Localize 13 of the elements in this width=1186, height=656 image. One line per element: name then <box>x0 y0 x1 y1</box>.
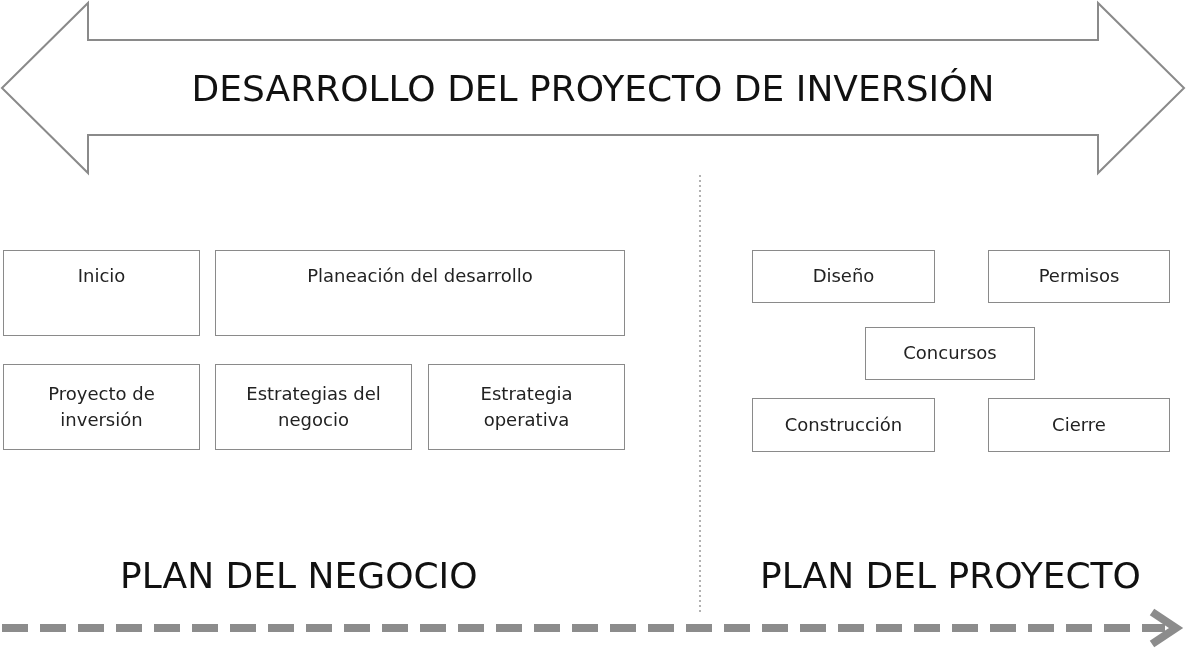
stage-box: Construcción <box>752 398 935 452</box>
stage-box: Inicio <box>3 250 200 336</box>
stage-box: Cierre <box>988 398 1170 452</box>
section-heading: PLAN DEL NEGOCIO <box>120 555 478 596</box>
stage-box: Estrategias del negocio <box>215 364 412 450</box>
stage-box: Permisos <box>988 250 1170 303</box>
arrow-title: DESARROLLO DEL PROYECTO DE INVERSIÓN <box>191 67 995 109</box>
section-heading: PLAN DEL PROYECTO <box>760 555 1141 596</box>
stage-box: Diseño <box>752 250 935 303</box>
stage-box: Planeación del desarrollo <box>215 250 625 336</box>
stage-box: Estrategia operativa <box>428 364 625 450</box>
stage-box: Proyecto de inversión <box>3 364 200 450</box>
stage-box: Concursos <box>865 327 1035 380</box>
